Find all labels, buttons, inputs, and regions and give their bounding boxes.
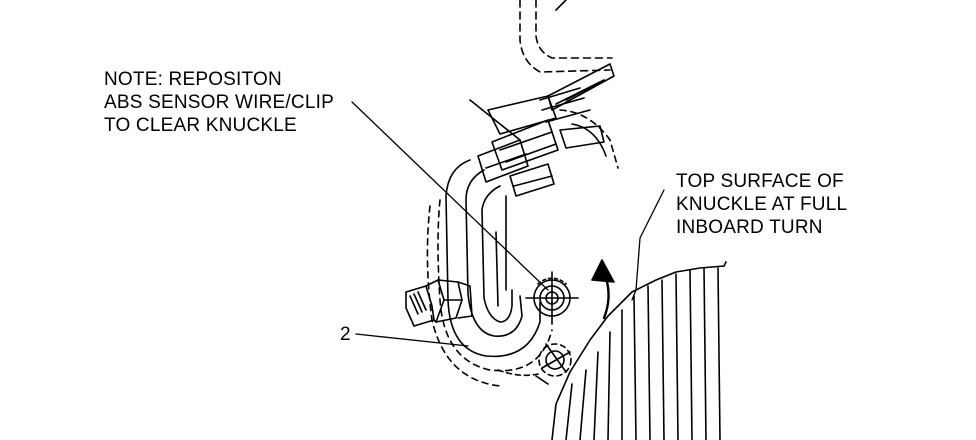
top-surface-line-1: TOP SURFACE OF — [676, 171, 844, 192]
upper-brake-line — [519, 0, 619, 169]
note-line-1: NOTE: REPOSITON — [104, 69, 282, 90]
lower-sensor — [497, 343, 572, 385]
mounting-nut — [405, 279, 473, 327]
callout-number-2: 2 — [340, 324, 351, 345]
top-surface-line-2: KNUCKLE AT FULL — [676, 194, 848, 215]
note-reposition-label: NOTE: REPOSITON ABS SENSOR WIRE/CLIP TO … — [104, 68, 334, 137]
note-line-3: TO CLEAR KNUCKLE — [104, 115, 297, 136]
top-surface-label: TOP SURFACE OF KNUCKLE AT FULL INBOARD T… — [676, 170, 847, 239]
abs-sensor-target — [525, 271, 579, 325]
leader-lines — [351, 101, 665, 347]
rotation-arrow — [591, 259, 615, 320]
top-surface-line-3: INBOARD TURN — [676, 217, 823, 238]
note-line-2: ABS SENSOR WIRE/CLIP — [104, 92, 334, 113]
abs-wire-clip — [426, 159, 553, 387]
upper-bracket — [469, 63, 615, 197]
knuckle-surface — [551, 261, 727, 440]
